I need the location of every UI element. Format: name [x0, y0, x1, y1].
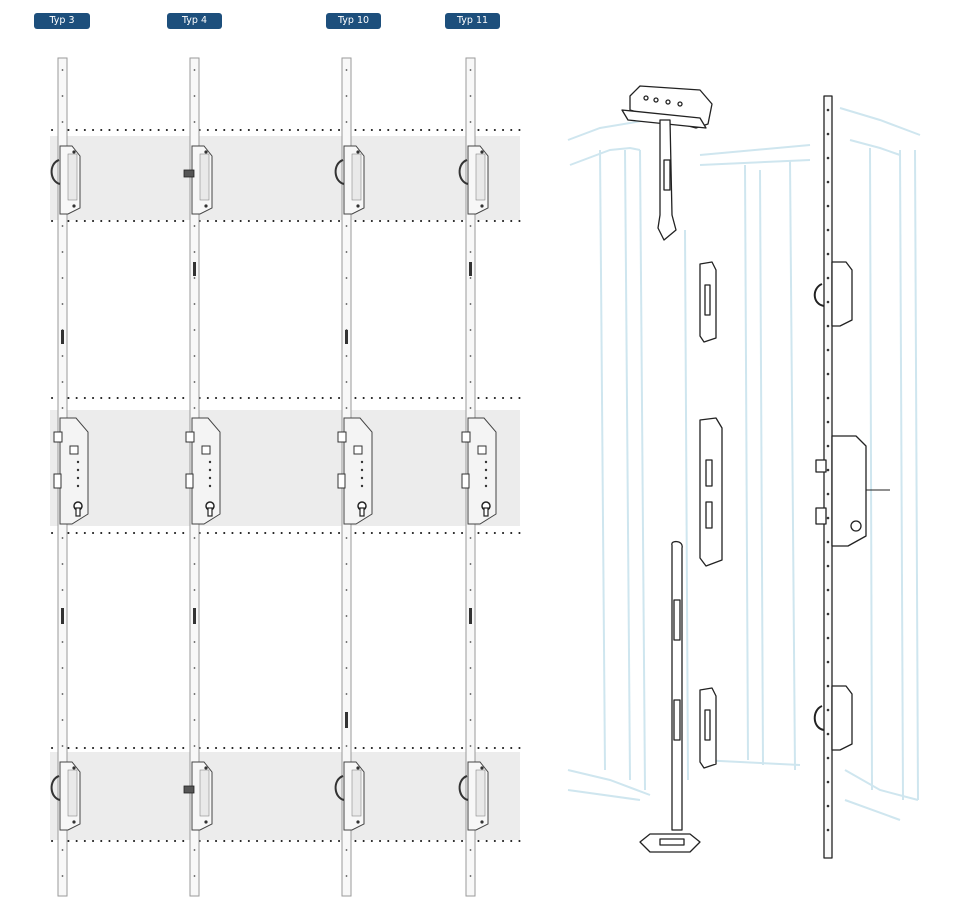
- bolt-latch-bottom-1: [183, 785, 195, 794]
- main-lock-case-1: [191, 417, 221, 525]
- latch-bolt-3: [461, 431, 471, 443]
- lock-column-2: [334, 57, 373, 897]
- hook-latch-top-3: [458, 159, 469, 185]
- hook-latch-bottom-2: [334, 775, 345, 801]
- bolt-slot-2: [345, 330, 348, 344]
- lower-extension-rod: [671, 540, 683, 831]
- type-badge-typ-4: Typ 4: [167, 13, 222, 29]
- assembled-bottom-lock: [831, 685, 853, 751]
- hook-latch-top-2: [334, 159, 345, 185]
- assembled-top-lock: [831, 261, 853, 327]
- main-lock-case-2: [343, 417, 373, 525]
- keeper-main: [699, 417, 723, 567]
- dead-bolt-3: [461, 473, 470, 489]
- top-connector-lower: [621, 109, 707, 129]
- bolt-slot-1: [193, 262, 196, 276]
- follower-0: [69, 445, 79, 455]
- type-badge-typ-10: Typ 10: [326, 13, 381, 29]
- bolt-slot-3: [469, 262, 472, 276]
- latch-bolt-2: [337, 431, 347, 443]
- assembled-faceplate: [823, 95, 833, 859]
- lock-column-1: [183, 57, 221, 897]
- latch-bolt-1: [185, 431, 195, 443]
- band-top-lock: [50, 136, 520, 220]
- assembled-main-lock: [831, 435, 867, 547]
- main-lock-case-3: [467, 417, 497, 525]
- bolt-slot-lower-1: [193, 608, 196, 624]
- bolt-latch-top-1: [183, 169, 195, 178]
- bolt-slot-lower-3: [469, 608, 472, 624]
- follower-1: [201, 445, 211, 455]
- lock-column-0: [50, 57, 89, 897]
- bolt-slot-lower-2: [345, 712, 348, 728]
- band-main-lock: [50, 410, 520, 526]
- hook-latch-bottom-3: [458, 775, 469, 801]
- dead-bolt-0: [53, 473, 62, 489]
- follower-2: [353, 445, 363, 455]
- type-badge-typ-11: Typ 11: [445, 13, 500, 29]
- latch-bolt-0: [53, 431, 63, 443]
- hook-latch-top-0: [50, 159, 61, 185]
- dead-bolt-1: [185, 473, 194, 489]
- hook-latch-bottom-0: [50, 775, 61, 801]
- main-lock-case-0: [59, 417, 89, 525]
- follower-3: [477, 445, 487, 455]
- lock-column-3: [458, 57, 497, 897]
- bolt-slot-0: [61, 330, 64, 344]
- type-badge-typ-3: Typ 3: [34, 13, 90, 29]
- door-frame-outline: [567, 107, 921, 821]
- dead-bolt-2: [337, 473, 346, 489]
- band-bottom-lock: [50, 752, 520, 840]
- bolt-slot-lower-0: [61, 608, 64, 624]
